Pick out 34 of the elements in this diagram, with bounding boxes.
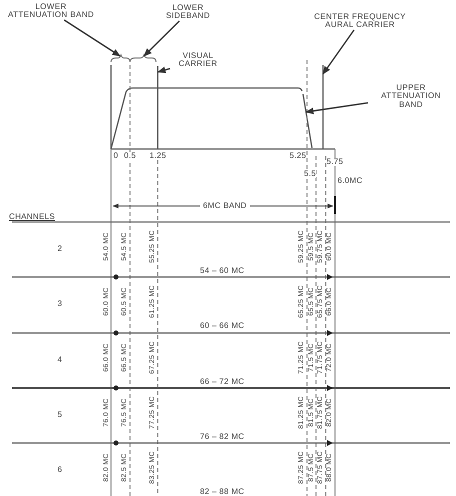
leader-arrow	[143, 20, 180, 57]
leader-arrow	[322, 30, 355, 75]
carrier-line	[322, 65, 324, 149]
range-label: 82 – 88 MC	[200, 488, 244, 496]
tick-label: 5.5	[304, 170, 316, 178]
dimension-label: 6MC BAND	[200, 202, 250, 210]
range-label: 54 – 60 MC	[200, 267, 244, 275]
channel-number: 2	[58, 245, 62, 253]
channel-number: 5	[58, 411, 62, 419]
tick-label: 5.75	[326, 158, 344, 166]
channel-number: 4	[58, 356, 62, 364]
tick-label: 0	[114, 152, 118, 160]
channel-number: 6	[58, 466, 62, 474]
callout-label: LOWER SIDEBAND	[158, 4, 218, 21]
callout-label: UPPER ATTENUATION BAND	[368, 84, 454, 110]
range-label: 76 – 82 MC	[200, 433, 244, 441]
range-label: 60 – 66 MC	[200, 322, 244, 330]
tick-label: 6.0MC	[338, 177, 363, 185]
channel-number: 3	[58, 300, 62, 308]
tick-label: 5.25	[290, 152, 306, 160]
tick-label: 1.25	[150, 152, 166, 160]
leader-arrow	[157, 66, 170, 74]
callout-label: CENTER FREQUENCY AURAL CARRIER	[302, 13, 418, 30]
tick-label: 0.5	[124, 152, 136, 160]
carrier-line	[157, 66, 158, 149]
brace-mark	[130, 54, 156, 62]
callout-label: LOWER ATTENUATION BAND	[6, 3, 96, 20]
attenuation-slope	[302, 94, 313, 148]
callout-label: VISUAL CARRIER	[170, 52, 226, 69]
leader-arrow	[305, 102, 368, 114]
brace-mark	[110, 54, 130, 62]
leader-arrow	[64, 19, 121, 57]
section-heading: CHANNELS	[9, 213, 55, 221]
range-label: 66 – 72 MC	[200, 378, 244, 386]
